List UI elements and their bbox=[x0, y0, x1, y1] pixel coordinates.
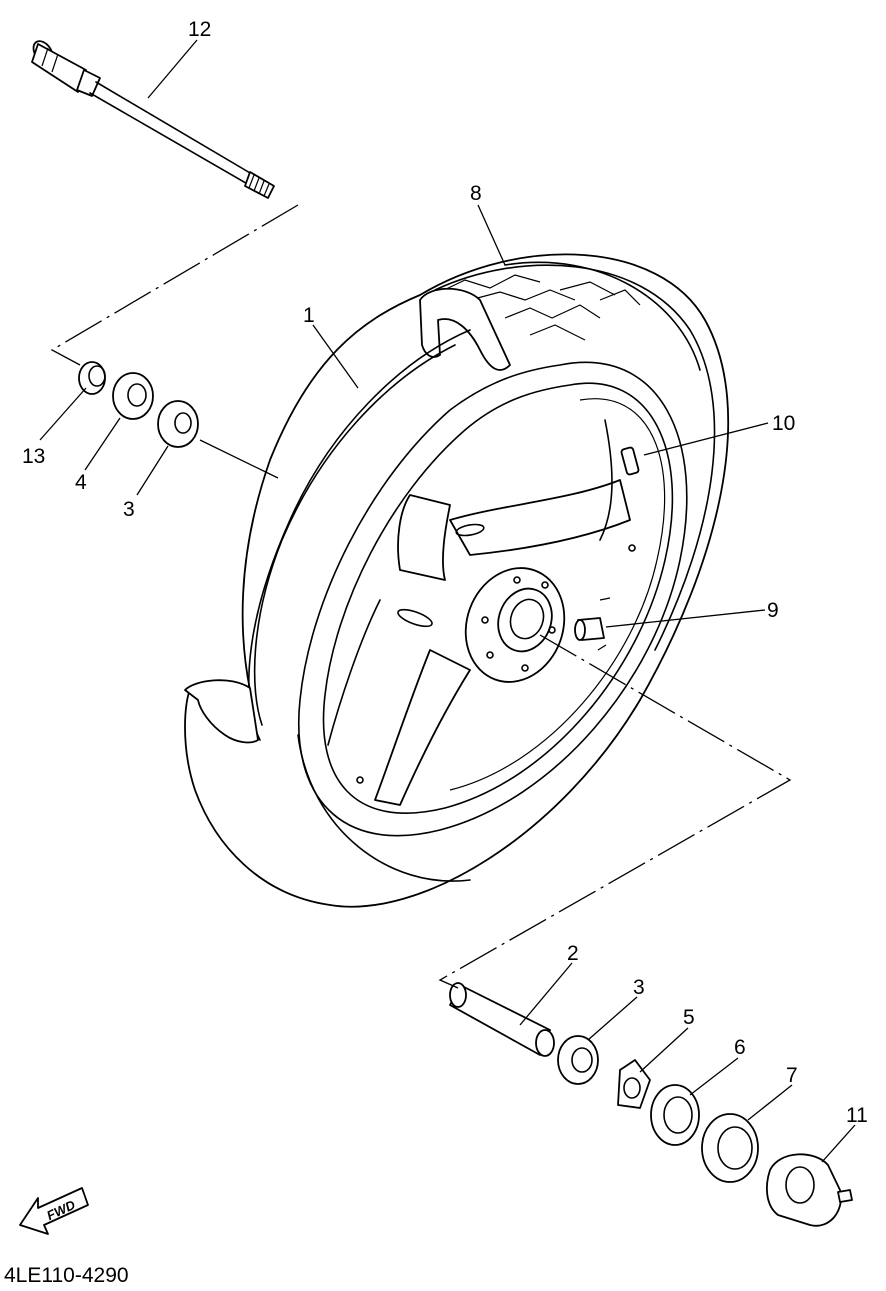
callout-7: 7 bbox=[786, 1064, 798, 1087]
callout-10: 10 bbox=[772, 412, 795, 435]
callouts: 12 8 1 10 13 4 3 9 2 3 5 6 7 11 bbox=[22, 18, 868, 1127]
callout-1: 1 bbox=[303, 304, 315, 327]
oil-seal bbox=[650, 1084, 700, 1146]
callout-3-right: 3 bbox=[633, 976, 645, 999]
front-wheel-axle bbox=[31, 40, 275, 199]
callout-11: 11 bbox=[846, 1104, 868, 1127]
front-wheel-assembly bbox=[184, 253, 730, 908]
meter-clutch bbox=[617, 1059, 651, 1109]
callout-5: 5 bbox=[683, 1006, 695, 1029]
left-oil-seal bbox=[157, 400, 199, 448]
speedometer-gear-unit bbox=[766, 1153, 853, 1227]
spacer bbox=[449, 982, 555, 1057]
assembly-lines bbox=[50, 204, 792, 989]
callout-9: 9 bbox=[767, 599, 779, 622]
callout-13: 13 bbox=[22, 445, 45, 468]
callout-2: 2 bbox=[567, 942, 579, 965]
callout-3-left: 3 bbox=[123, 498, 135, 521]
left-bearing bbox=[112, 372, 154, 420]
leader-lines bbox=[39, 39, 856, 1163]
callout-6: 6 bbox=[734, 1036, 746, 1059]
right-bearing bbox=[557, 1035, 599, 1085]
callout-4: 4 bbox=[75, 471, 87, 494]
balance-weight bbox=[620, 446, 640, 476]
callout-8: 8 bbox=[470, 182, 482, 205]
forward-arrow: FWD bbox=[19, 1187, 89, 1235]
left-collar bbox=[78, 361, 106, 395]
tire-valve bbox=[574, 597, 611, 651]
bearing bbox=[701, 1113, 759, 1183]
callout-12: 12 bbox=[188, 18, 211, 41]
diagram-code: 4LE110-4290 bbox=[4, 1264, 129, 1287]
